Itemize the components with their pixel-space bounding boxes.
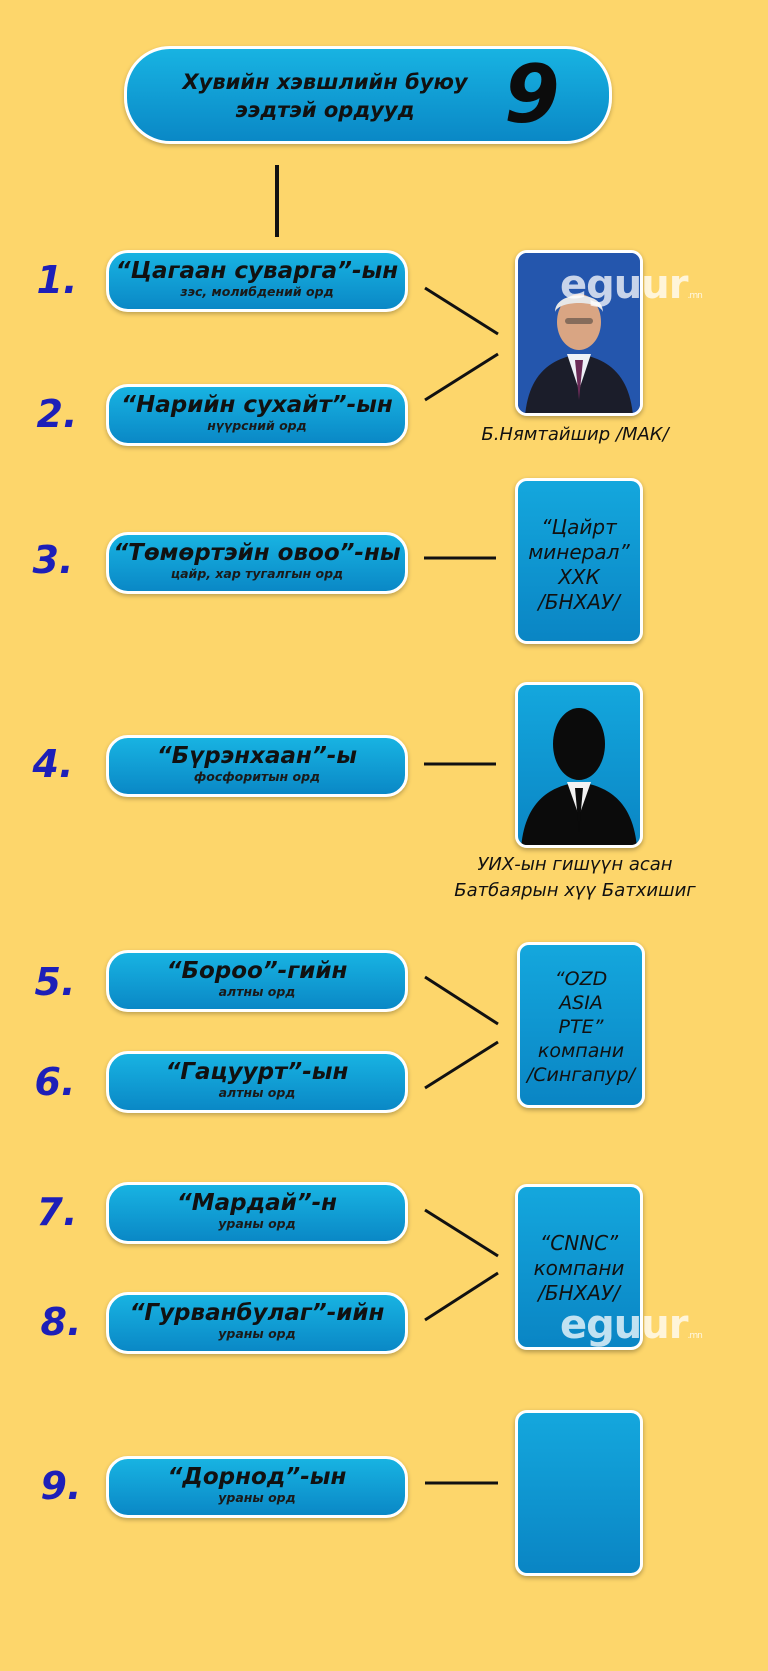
deposit-number: 4. bbox=[32, 742, 74, 786]
deposit-pill: “Бороо”-гийн алтны орд bbox=[106, 950, 408, 1012]
deposit-desc: ураны орд bbox=[218, 1326, 296, 1341]
watermark-logo: eguur.mn bbox=[560, 262, 703, 308]
connector-line bbox=[424, 975, 499, 1026]
card-line: /БНХАУ/ bbox=[538, 590, 620, 614]
card-line: “OZD bbox=[554, 968, 608, 990]
owner-company-card: “CNNC” компани /БНХАУ/ bbox=[515, 1184, 643, 1350]
deposit-desc: зэс, молибдений орд bbox=[180, 284, 334, 299]
page-title: Хувийн хэвшлийн буюу ээдтэй ордууд bbox=[160, 68, 490, 124]
owner-photo-card bbox=[515, 250, 643, 416]
watermark-logo: eguur.mn bbox=[560, 1302, 703, 1348]
deposit-number: 6. bbox=[34, 1060, 76, 1104]
deposit-pill: “Дорнод”-ын ураны орд bbox=[106, 1456, 408, 1518]
title-count: 9 bbox=[504, 48, 560, 141]
card-line: “Цайрт bbox=[541, 515, 617, 539]
deposit-desc: фосфоритын орд bbox=[193, 769, 321, 784]
deposit-pill: “Мардай”-н ураны орд bbox=[106, 1182, 408, 1244]
title-banner bbox=[124, 46, 612, 144]
deposit-name: “Бүрэнхаан”-ы bbox=[156, 743, 358, 769]
deposit-desc: алтны орд bbox=[218, 984, 296, 999]
owner-3-caption: УИХ-ын гишүүн асан Батбаярын хүү Батхиши… bbox=[410, 852, 740, 904]
card-line: ASIA bbox=[559, 992, 603, 1014]
owner-1-caption: Б.Нямтайшир /МАК/ bbox=[481, 424, 669, 445]
deposit-pill: “Бүрэнхаан”-ы фосфоритын орд bbox=[106, 735, 408, 797]
deposit-name: “Гацуурт”-ын bbox=[165, 1059, 349, 1085]
connector-line bbox=[424, 1208, 499, 1258]
deposit-desc: ураны орд bbox=[218, 1216, 296, 1231]
deposit-name: “Төмөртэйн овоо”-ны bbox=[113, 540, 401, 566]
deposit-pill: “Гацуурт”-ын алтны орд bbox=[106, 1051, 408, 1113]
deposit-name: “Бороо”-гийн bbox=[166, 958, 348, 984]
connector-line bbox=[424, 1271, 499, 1322]
card-line: “CNNC” bbox=[539, 1231, 619, 1255]
card-line: компани bbox=[537, 1040, 625, 1062]
connector-line bbox=[424, 352, 499, 402]
silhouette-icon bbox=[521, 708, 637, 845]
caption-line-1: УИХ-ын гишүүн асан bbox=[477, 854, 673, 875]
title-line-2: ээдтэй ордууд bbox=[235, 98, 415, 122]
deposit-desc: алтны орд bbox=[218, 1085, 296, 1100]
caption-line-2: Батбаярын хүү Батхишиг bbox=[454, 880, 696, 901]
deposit-desc: ураны орд bbox=[218, 1490, 296, 1505]
card-line: /Сингапур/ bbox=[526, 1064, 636, 1086]
deposit-number: 9. bbox=[40, 1464, 82, 1508]
deposit-number: 5. bbox=[34, 960, 76, 1004]
deposit-name: “Цагаан суварга”-ын bbox=[115, 258, 399, 284]
card-line: /БНХАУ/ bbox=[538, 1281, 620, 1305]
deposit-pill: “Төмөртэйн овоо”-ны цайр, хар тугалгын о… bbox=[106, 532, 408, 594]
deposit-name: “Мардай”-н bbox=[176, 1190, 338, 1216]
deposit-pill: “Цагаан суварга”-ын зэс, молибдений орд bbox=[106, 250, 408, 312]
deposit-number: 1. bbox=[36, 258, 78, 302]
deposit-name: “Нарийн сухайт”-ын bbox=[121, 392, 393, 418]
deposit-desc: цайр, хар тугалгын орд bbox=[170, 566, 344, 581]
deposit-pill: “Нарийн сухайт”-ын нүүрсний орд bbox=[106, 384, 408, 446]
watermark-text: eguur bbox=[560, 1302, 688, 1348]
card-line: компани bbox=[533, 1256, 625, 1280]
owner-company-card: “OZD ASIA PTE” компани /Сингапур/ bbox=[517, 942, 645, 1108]
title-line-1: Хувийн хэвшлийн буюу bbox=[182, 70, 468, 94]
deposit-desc: нүүрсний орд bbox=[207, 418, 307, 433]
portrait-photo bbox=[518, 253, 640, 413]
card-line: ХХК bbox=[558, 565, 600, 589]
deposit-number: 3. bbox=[32, 538, 74, 582]
deposit-number: 2. bbox=[36, 392, 78, 436]
owner-empty-card bbox=[515, 1410, 643, 1576]
card-line: PTE” bbox=[558, 1016, 604, 1038]
card-line: минерал” bbox=[528, 540, 630, 564]
watermark-suffix: .mn bbox=[687, 1331, 702, 1341]
deposit-pill: “Гурванбулаг”-ийн ураны орд bbox=[106, 1292, 408, 1354]
owner-silhouette-card bbox=[515, 682, 643, 848]
watermark-text: eguur bbox=[560, 262, 688, 308]
watermark-suffix: .mn bbox=[687, 291, 702, 301]
deposit-name: “Гурванбулаг”-ийн bbox=[129, 1300, 385, 1326]
deposit-number: 7. bbox=[36, 1190, 78, 1234]
connector-line bbox=[424, 286, 499, 336]
deposit-name: “Дорнод”-ын bbox=[167, 1464, 347, 1490]
owner-company-card: “Цайрт минерал” ХХК /БНХАУ/ bbox=[515, 478, 643, 644]
title-connector bbox=[275, 165, 279, 237]
deposit-number: 8. bbox=[40, 1300, 82, 1344]
connector-line bbox=[424, 1040, 499, 1090]
